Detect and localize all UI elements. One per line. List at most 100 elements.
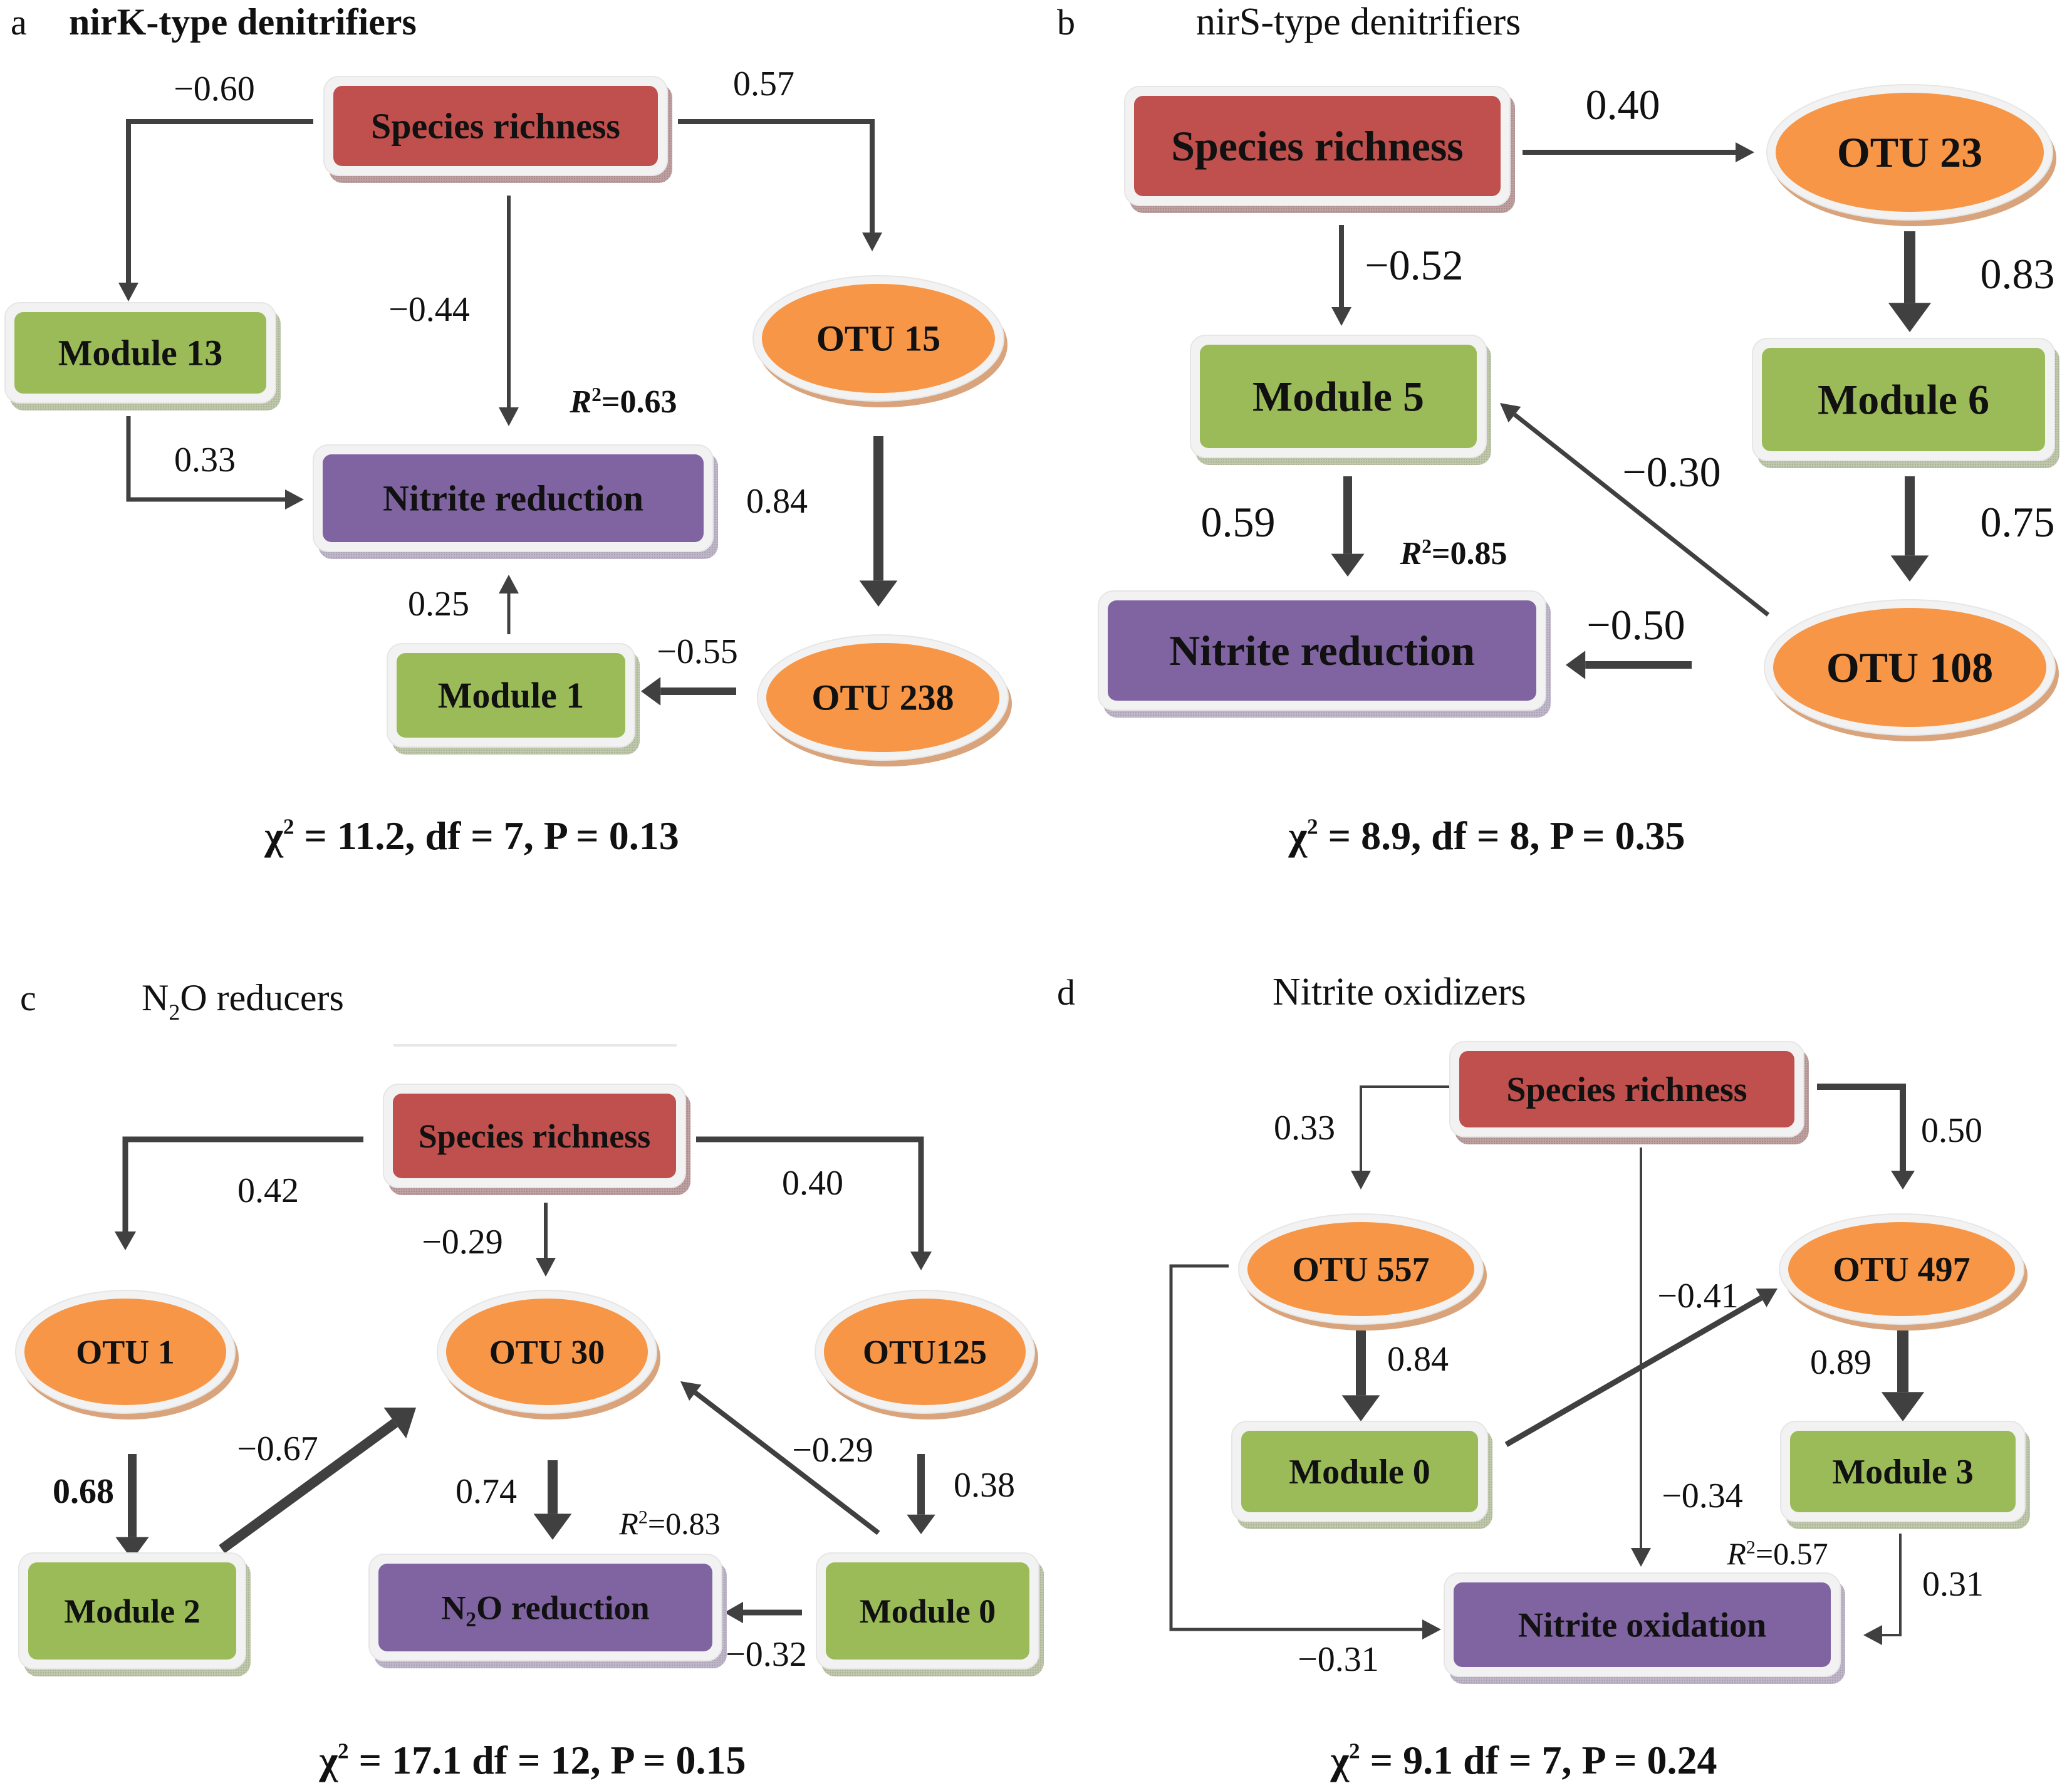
edge-d-sr-to-otu497 <box>1817 1084 1915 1189</box>
node-label-subscript: 2 <box>466 1608 476 1631</box>
node-d-m3: Module 3 <box>1780 1421 2030 1529</box>
arrow-line <box>696 1136 924 1252</box>
node-a-otu238: OTU 238 <box>757 634 1012 766</box>
edge-c-m0-to-otu30 <box>680 1381 880 1535</box>
node-label: OTU 23 <box>1837 128 1982 176</box>
node-label: Species richness <box>371 106 620 147</box>
r-squared: R2=0.85 <box>1400 535 1507 572</box>
r-squared-symbol: R <box>1726 1536 1746 1571</box>
arrowhead-icon <box>1891 1171 1915 1189</box>
node-a-otu15: OTU 15 <box>752 275 1007 407</box>
arrowhead-icon <box>1331 553 1365 577</box>
edge-b-m5-to-nr <box>1331 476 1365 577</box>
panel-title: nirS-type denitrifiers <box>1196 1 1521 43</box>
arrowhead-icon <box>680 1381 702 1401</box>
r-squared-superscript: 2 <box>1746 1537 1756 1558</box>
arrowhead-icon <box>1500 403 1521 423</box>
path-coefficient: 0.74 <box>456 1472 517 1511</box>
edge-b-otu108-to-m5 <box>1500 403 1770 617</box>
r-squared-symbol: R <box>618 1506 638 1541</box>
title-subscript: 2 <box>169 1000 180 1025</box>
node-fill <box>333 86 658 166</box>
node-d-no: Nitrite oxidation <box>1444 1572 1845 1684</box>
edge-c-m2-to-otu30 <box>219 1407 416 1554</box>
node-fill <box>1134 96 1501 196</box>
node-label: Nitrite reduction <box>1169 627 1475 674</box>
node-label: OTU 557 <box>1292 1250 1429 1289</box>
path-coefficient: −0.29 <box>792 1431 873 1470</box>
path-coefficient: 0.38 <box>954 1466 1015 1505</box>
edge-b-sr-to-otu23 <box>1523 142 1754 162</box>
arrow-line <box>1513 412 1770 617</box>
edge-c-sr-to-otu125 <box>696 1136 932 1270</box>
node-label: Nitrite oxidation <box>1518 1606 1767 1645</box>
node-fill <box>766 643 999 752</box>
arrowhead-icon <box>1631 1548 1651 1567</box>
arrowhead-icon <box>1341 1395 1380 1421</box>
node-fill <box>824 1299 1026 1405</box>
arrowhead-icon <box>1881 1392 1925 1421</box>
arrowhead-icon <box>862 233 882 251</box>
arrow-line <box>219 1419 398 1554</box>
node-label: Module 0 <box>1289 1453 1430 1492</box>
edge-a-otu15-to-otu238 <box>859 436 898 607</box>
node-label-part: N <box>441 1589 466 1626</box>
panel-letter: d <box>1057 972 1075 1013</box>
fit-values: = 17.1 df = 12, P = 0.15 <box>349 1738 746 1782</box>
node-fill <box>1108 600 1536 701</box>
path-coefficient: 0.89 <box>1810 1343 1872 1382</box>
node-label: Species richness <box>419 1117 651 1155</box>
path-coefficient: 0.33 <box>174 441 236 479</box>
model-fit-statistics: χ2 = 17.1 df = 12, P = 0.15 <box>318 1738 746 1782</box>
edge-d-otu557-to-m0 <box>1341 1329 1380 1421</box>
node-fill <box>393 1094 676 1178</box>
node-c-m2: Module 2 <box>18 1552 251 1676</box>
arrow-line <box>1504 1295 1763 1447</box>
arrowhead-icon <box>1863 1625 1882 1645</box>
arrow-line <box>678 119 875 233</box>
chi-superscript: 2 <box>283 815 294 839</box>
path-coefficient: −0.60 <box>174 70 255 108</box>
r-squared-symbol: R <box>1400 536 1422 572</box>
node-a-nr: Nitrite reduction <box>313 444 718 559</box>
node-label: Species richness <box>1171 122 1464 170</box>
node-fill <box>762 284 995 393</box>
node-fill <box>1773 608 2046 727</box>
node-label: N2O reduction <box>441 1589 649 1631</box>
r-squared: R2=0.57 <box>1726 1536 1828 1571</box>
r-squared: R2=0.63 <box>570 384 677 420</box>
edge-a-m13-to-nr <box>126 416 304 510</box>
node-label: OTU 108 <box>1826 644 1993 691</box>
node-b-sr: Species richness <box>1124 86 1515 213</box>
path-coefficient: −0.32 <box>726 1635 807 1674</box>
chi-symbol: χ <box>264 813 284 858</box>
arrowhead-icon <box>115 1537 149 1560</box>
arrowhead-icon <box>499 407 519 426</box>
path-coefficient: 0.42 <box>237 1171 299 1210</box>
path-coefficient: −0.44 <box>388 290 470 329</box>
title-part: N <box>142 977 169 1018</box>
edge-d-otu557-to-no <box>1169 1264 1441 1639</box>
edge-c-sr-to-otu30 <box>536 1203 556 1277</box>
panel-letter: c <box>20 978 36 1018</box>
arrowhead-icon <box>114 1231 137 1250</box>
path-coefficient: −0.34 <box>1662 1477 1743 1515</box>
node-b-m6: Module 6 <box>1752 338 2059 468</box>
r-squared-symbol: R <box>570 384 592 420</box>
arrowhead-icon <box>1890 555 1929 582</box>
node-d-otu497: OTU 497 <box>1779 1213 2028 1331</box>
node-d-otu557: OTU 557 <box>1238 1213 1487 1331</box>
node-label: Module 1 <box>438 675 585 716</box>
node-label: Module 3 <box>1832 1453 1974 1492</box>
node-fill <box>1762 348 2045 451</box>
node-c-n2o: N2O reduction <box>368 1554 727 1668</box>
node-fill <box>24 1299 226 1405</box>
edge-c-otu30-to-n2o <box>533 1460 572 1540</box>
node-fill <box>1247 1222 1474 1316</box>
edge-c-otu125-to-m0 <box>907 1454 935 1534</box>
edge-a-sr-to-otu15 <box>678 119 882 251</box>
node-label: OTU 1 <box>76 1333 175 1371</box>
edge-d-m0-to-otu497 <box>1504 1289 1778 1447</box>
